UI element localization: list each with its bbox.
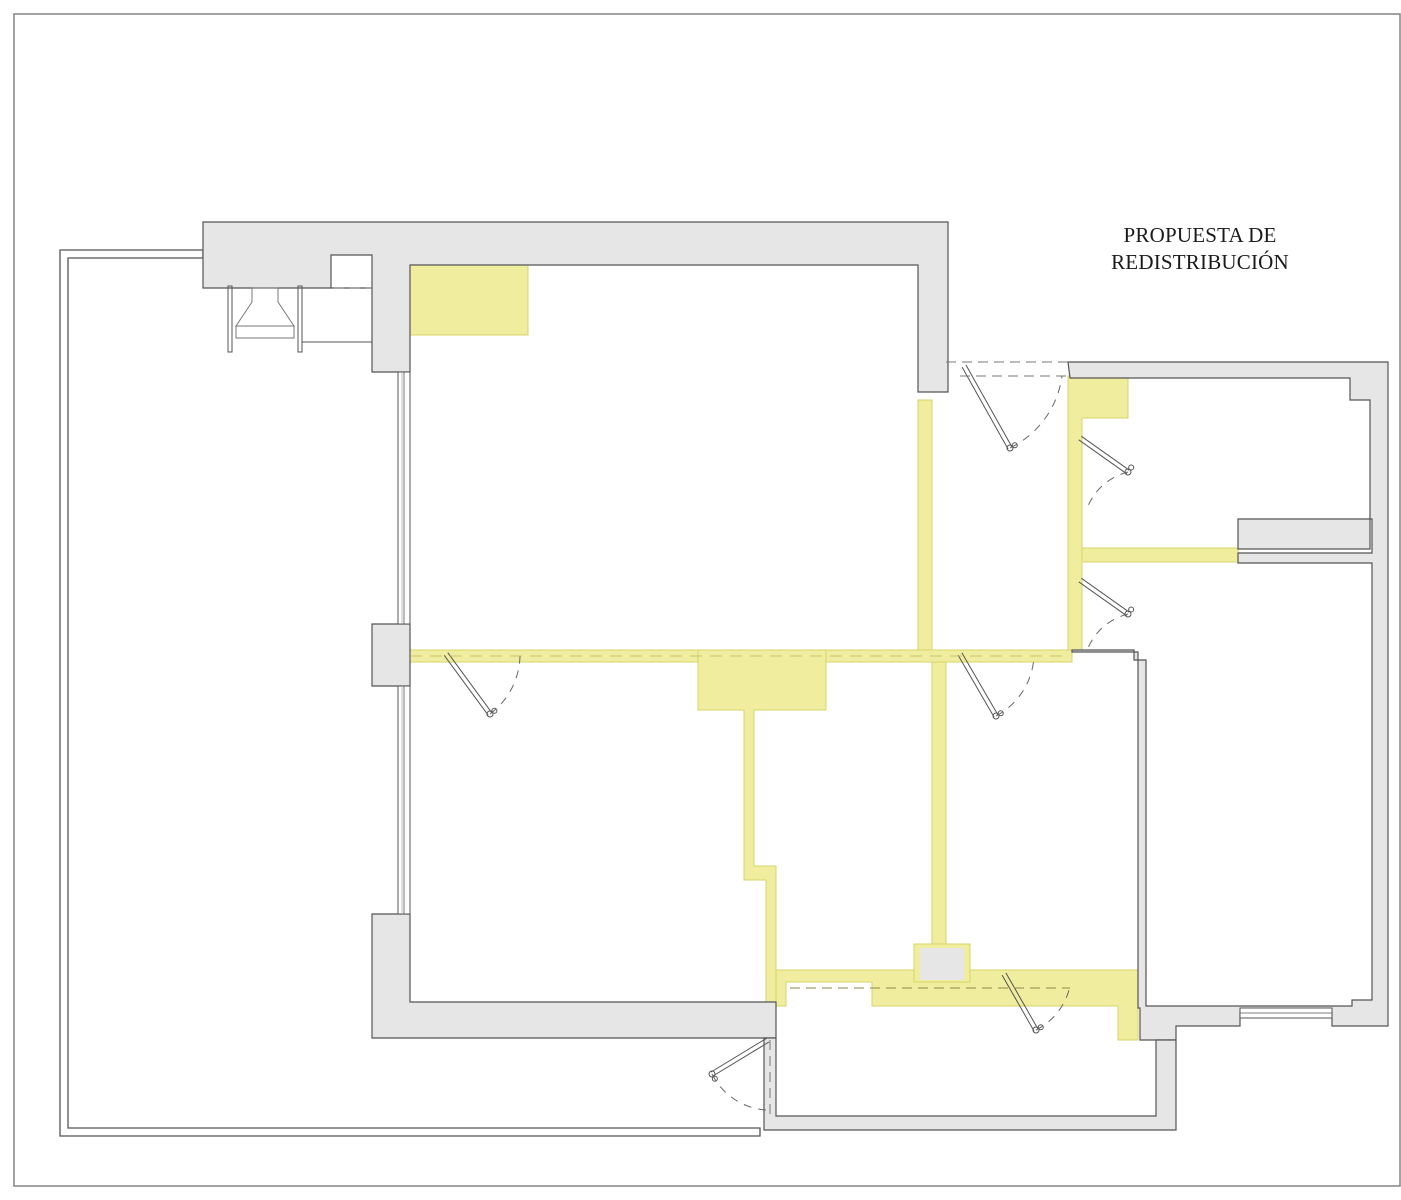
proposed-wall-bath-corner-block <box>1067 375 1129 651</box>
proposed-wall-vertical-wall-lower <box>931 661 947 951</box>
door-bottom-corridor-icon <box>1001 972 1071 1034</box>
existing-walls <box>202 221 1389 1131</box>
existing-wall-left-bottom-wall <box>371 913 777 1039</box>
existing-wall-top-wall-north <box>202 221 949 393</box>
proposed-wall-bottom-corridor-wall <box>775 969 1139 1041</box>
existing-wall-balcony-bottom-wall <box>763 1037 1177 1131</box>
window-left-lower <box>397 685 411 915</box>
doors <box>334 287 1135 1116</box>
fireplace-icon <box>227 285 372 353</box>
plan-title: PROPUESTA DE REDISTRIBUCIÓN <box>1070 222 1330 276</box>
proposed-wall-bath-horizontal-wall <box>1081 547 1239 563</box>
door-bath-2-icon <box>1078 577 1135 649</box>
door-room-right-icon <box>957 652 1035 720</box>
windows <box>397 371 1333 1019</box>
existing-wall-right-block-outer <box>1067 361 1389 1041</box>
plan-title-line1: PROPUESTA DE <box>1123 223 1277 247</box>
proposed-wall-kitchen-block <box>409 264 529 336</box>
door-living-icon <box>443 652 521 718</box>
door-bath-1-icon <box>1078 435 1135 507</box>
plan-title-line2: REDISTRIBUCIÓN <box>1111 250 1289 274</box>
window-right-bottom <box>1239 1007 1333 1019</box>
column-bottom <box>920 948 964 980</box>
existing-wall-left-pier-mid <box>371 623 411 687</box>
proposed-wall-vertical-wall-upper <box>917 399 933 651</box>
door-entry-top-icon <box>961 364 1063 452</box>
window-left-upper <box>397 371 411 625</box>
structural-columns <box>920 948 964 980</box>
proposed-wall-central-column-block <box>697 649 827 1007</box>
door-balcony-icon <box>708 1037 770 1111</box>
sheet-frame <box>13 13 1401 1187</box>
